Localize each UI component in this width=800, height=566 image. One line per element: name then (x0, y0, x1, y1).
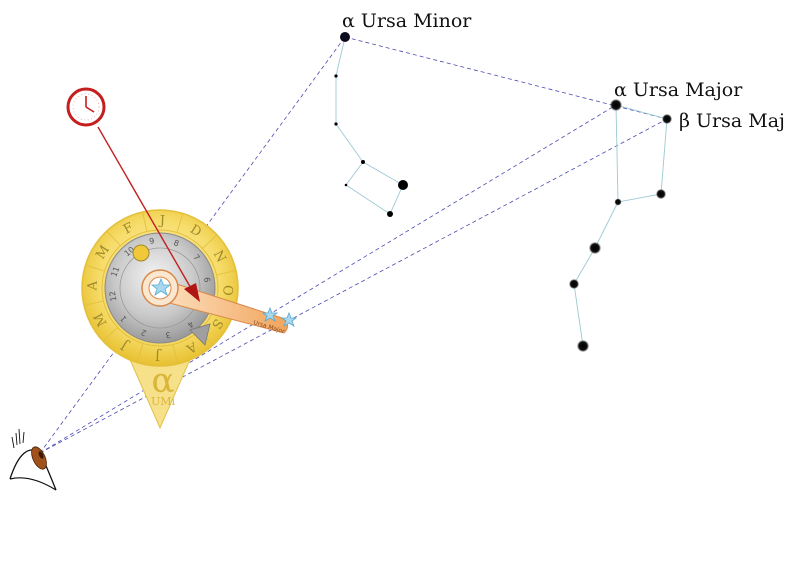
star-alioth (589, 242, 601, 254)
dial-hour-number: 2 (140, 328, 148, 338)
ursa-minor-lines (335, 36, 404, 215)
star-umi-4 (361, 160, 365, 164)
star-icon (150, 277, 172, 296)
dial-month-letter: O (219, 285, 234, 296)
ursa-major-lines (615, 104, 668, 203)
dial-hour-number: 7 (191, 253, 201, 263)
label-alpha-ursa-major: α Ursa Major (614, 79, 743, 101)
dial-hour-number: 4 (186, 319, 196, 329)
star-merak (662, 114, 672, 124)
dial-handle-sub: UMi (151, 395, 176, 408)
dial-hour-number: 11 (109, 265, 121, 278)
dial-handle-mark: α (152, 361, 175, 401)
ursa-minor-constellation (334, 32, 408, 217)
star-polaris (340, 32, 350, 42)
dial-month-tick (176, 213, 184, 233)
dial-month-tick (106, 230, 121, 246)
star-dubhe (610, 99, 622, 111)
star-icon (280, 311, 298, 327)
dial-month-tick (85, 264, 105, 272)
red-arrow (97, 126, 200, 302)
dial-hour-number: 8 (172, 238, 180, 248)
dial-month-tick (202, 234, 218, 249)
sight-line-alpha-uma (39, 104, 617, 454)
label-alpha-ursa-minor: α Ursa Minor (342, 10, 472, 32)
label-beta-ursa-major: β Ursa Maj (679, 110, 785, 132)
dial-hour-number: 6 (202, 276, 212, 283)
dial-month-tick (216, 270, 237, 276)
star-alkaid (577, 340, 589, 352)
clock-icon (66, 87, 106, 127)
ursa-major-handle (573, 201, 619, 347)
dial-month-tick (142, 211, 148, 232)
dial-hour-number: 1 (118, 314, 128, 324)
star-umi-7 (398, 180, 408, 190)
dial-month-tick (102, 327, 118, 342)
dial-hour-number: 3 (165, 330, 172, 340)
sight-line-polaris (39, 36, 346, 454)
eye-icon (9, 428, 57, 491)
dial-month-letter: J (157, 213, 165, 228)
dial-hour-number: 12 (108, 290, 119, 302)
dial-month-tick (136, 343, 144, 363)
star-phecda (656, 189, 666, 199)
star-umi-5 (344, 183, 348, 187)
dial-marker-dot (132, 244, 150, 262)
ursa-major-constellation (569, 99, 672, 352)
dial-month-tick (172, 344, 178, 365)
dial-month-tick (83, 300, 104, 306)
star-icon (261, 306, 279, 322)
star-umi-6 (387, 211, 393, 217)
star-mizar (569, 279, 579, 289)
star-umi-2 (334, 74, 338, 78)
dial-outer-inner-edge (101, 229, 219, 347)
dial-tooth (189, 323, 211, 346)
dial-month-letter: M (91, 310, 110, 329)
dial-hour-inner-edge (119, 247, 201, 329)
star-megrez (614, 198, 622, 206)
dial-month-letter: J (155, 347, 163, 362)
star-umi-3 (334, 122, 338, 126)
dial-month-letter: A (85, 280, 100, 292)
dial-hour-number: 9 (148, 236, 155, 246)
